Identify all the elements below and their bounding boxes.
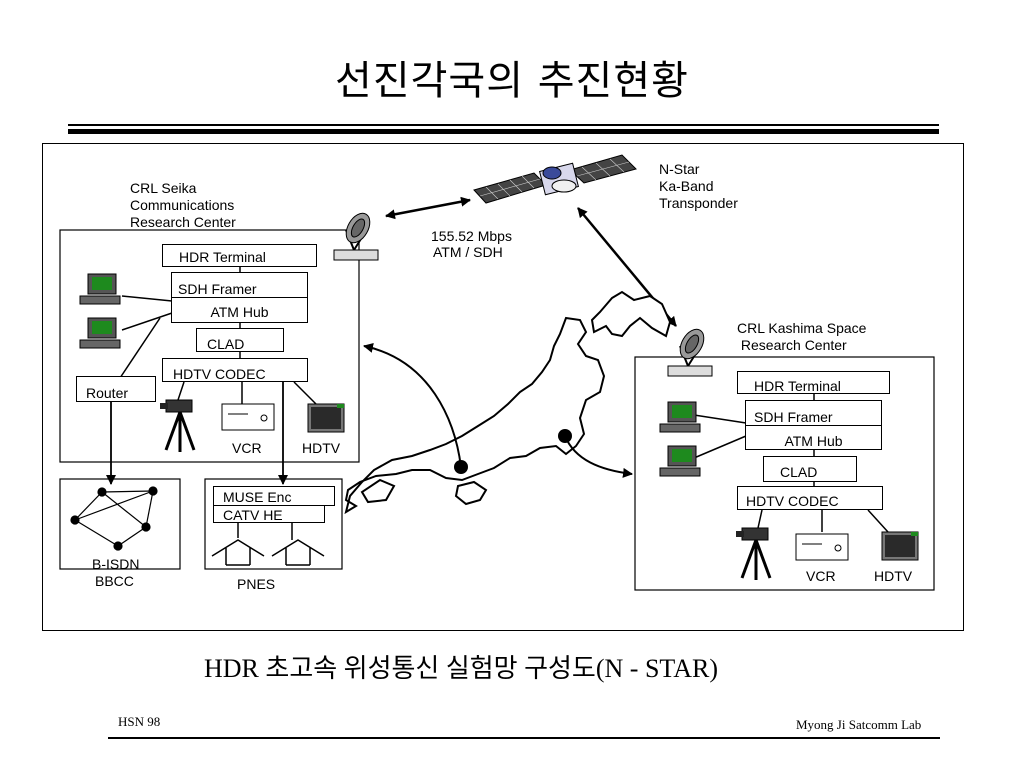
seika-computer-1-icon	[79, 273, 121, 305]
seika-atm-hub: ATM Hub	[171, 297, 308, 323]
isdn-label-2: BBCC	[95, 573, 134, 589]
kashima-site-box	[634, 356, 935, 591]
seika-hdtv-label: HDTV	[302, 440, 341, 456]
diagram-caption: HDR 초고속 위성통신 실험망 구성도(N - STAR)	[204, 654, 718, 683]
link-protocol: ATM / SDH	[433, 244, 503, 260]
isdn-network-icon	[70, 486, 158, 551]
seika-map-pointer	[363, 342, 462, 468]
seika-computer-2-icon	[79, 317, 121, 349]
seika-vcr-icon	[221, 403, 275, 431]
kashima-vcr-icon	[795, 533, 849, 561]
kashima-connections	[693, 394, 889, 533]
kashima-name-2: Research Center	[737, 337, 847, 353]
seika-hdtv-codec: HDTV CODEC	[162, 358, 308, 382]
kyushu-map	[360, 478, 396, 504]
pnes-house-icons	[211, 522, 325, 566]
seika-site-box	[59, 229, 360, 463]
seika-name-3: Research Center	[130, 214, 236, 230]
seika-camera-icon	[160, 399, 196, 452]
footer-right: Myong Ji Satcomm Lab	[796, 717, 922, 732]
seika-clad: CLAD	[196, 328, 284, 352]
kashima-hdr-terminal: HDR Terminal	[737, 371, 890, 394]
kashima-clad: CLAD	[763, 456, 857, 482]
title-rule-bottom	[68, 129, 939, 134]
seika-satellite-link	[385, 196, 471, 220]
seika-name-2: Communications	[130, 197, 235, 213]
satellite-name-2: Ka-Band	[659, 178, 714, 194]
footer-rule	[108, 737, 940, 739]
kashima-name-1: CRL Kashima Space	[737, 320, 867, 336]
seika-name-1: CRL Seika	[130, 180, 197, 196]
kashima-vcr-label: VCR	[806, 568, 836, 584]
kashima-hdtv-icon	[881, 531, 919, 561]
pnes-box	[204, 478, 343, 570]
footer-left: HSN 98	[118, 714, 161, 729]
title-rule-top	[68, 124, 939, 126]
seika-connections	[119, 266, 317, 405]
pnes-label: PNES	[237, 576, 276, 592]
satellite-name-3: Transponder	[659, 195, 738, 211]
kashima-antenna-icon	[667, 328, 713, 377]
pnes-muse-enc: MUSE Enc	[213, 486, 335, 506]
kashima-computer-1-icon	[659, 401, 701, 433]
japan-map	[344, 290, 672, 515]
kashima-map-pointer	[564, 435, 633, 478]
isdn-box	[59, 478, 181, 570]
seika-sdh-framer: SDH Framer	[171, 272, 308, 298]
satellite-name-1: N-Star	[659, 161, 700, 177]
kashima-computer-2-icon	[659, 445, 701, 477]
kashima-hdtv-codec: HDTV CODEC	[737, 486, 883, 510]
kashima-camera-icon	[736, 527, 772, 580]
seika-hdtv-icon	[307, 403, 345, 433]
seika-hdr-terminal: HDR Terminal	[162, 244, 317, 267]
pnes-catv-he: CATV HE	[213, 505, 325, 523]
slide-title: 선진각국의 추진현황	[335, 58, 689, 104]
isdn-label-1: B-ISDN	[92, 556, 140, 572]
kashima-hdtv-label: HDTV	[874, 568, 913, 584]
kashima-atm-hub: ATM Hub	[745, 425, 882, 450]
link-rate: 155.52 Mbps	[431, 228, 512, 244]
kashima-sdh-framer: SDH Framer	[745, 400, 882, 426]
seika-router: Router	[76, 376, 156, 402]
seika-antenna-icon	[333, 212, 379, 261]
satellite-icon	[473, 154, 637, 204]
seika-vcr-label: VCR	[232, 440, 262, 456]
diagram-frame	[42, 143, 964, 631]
